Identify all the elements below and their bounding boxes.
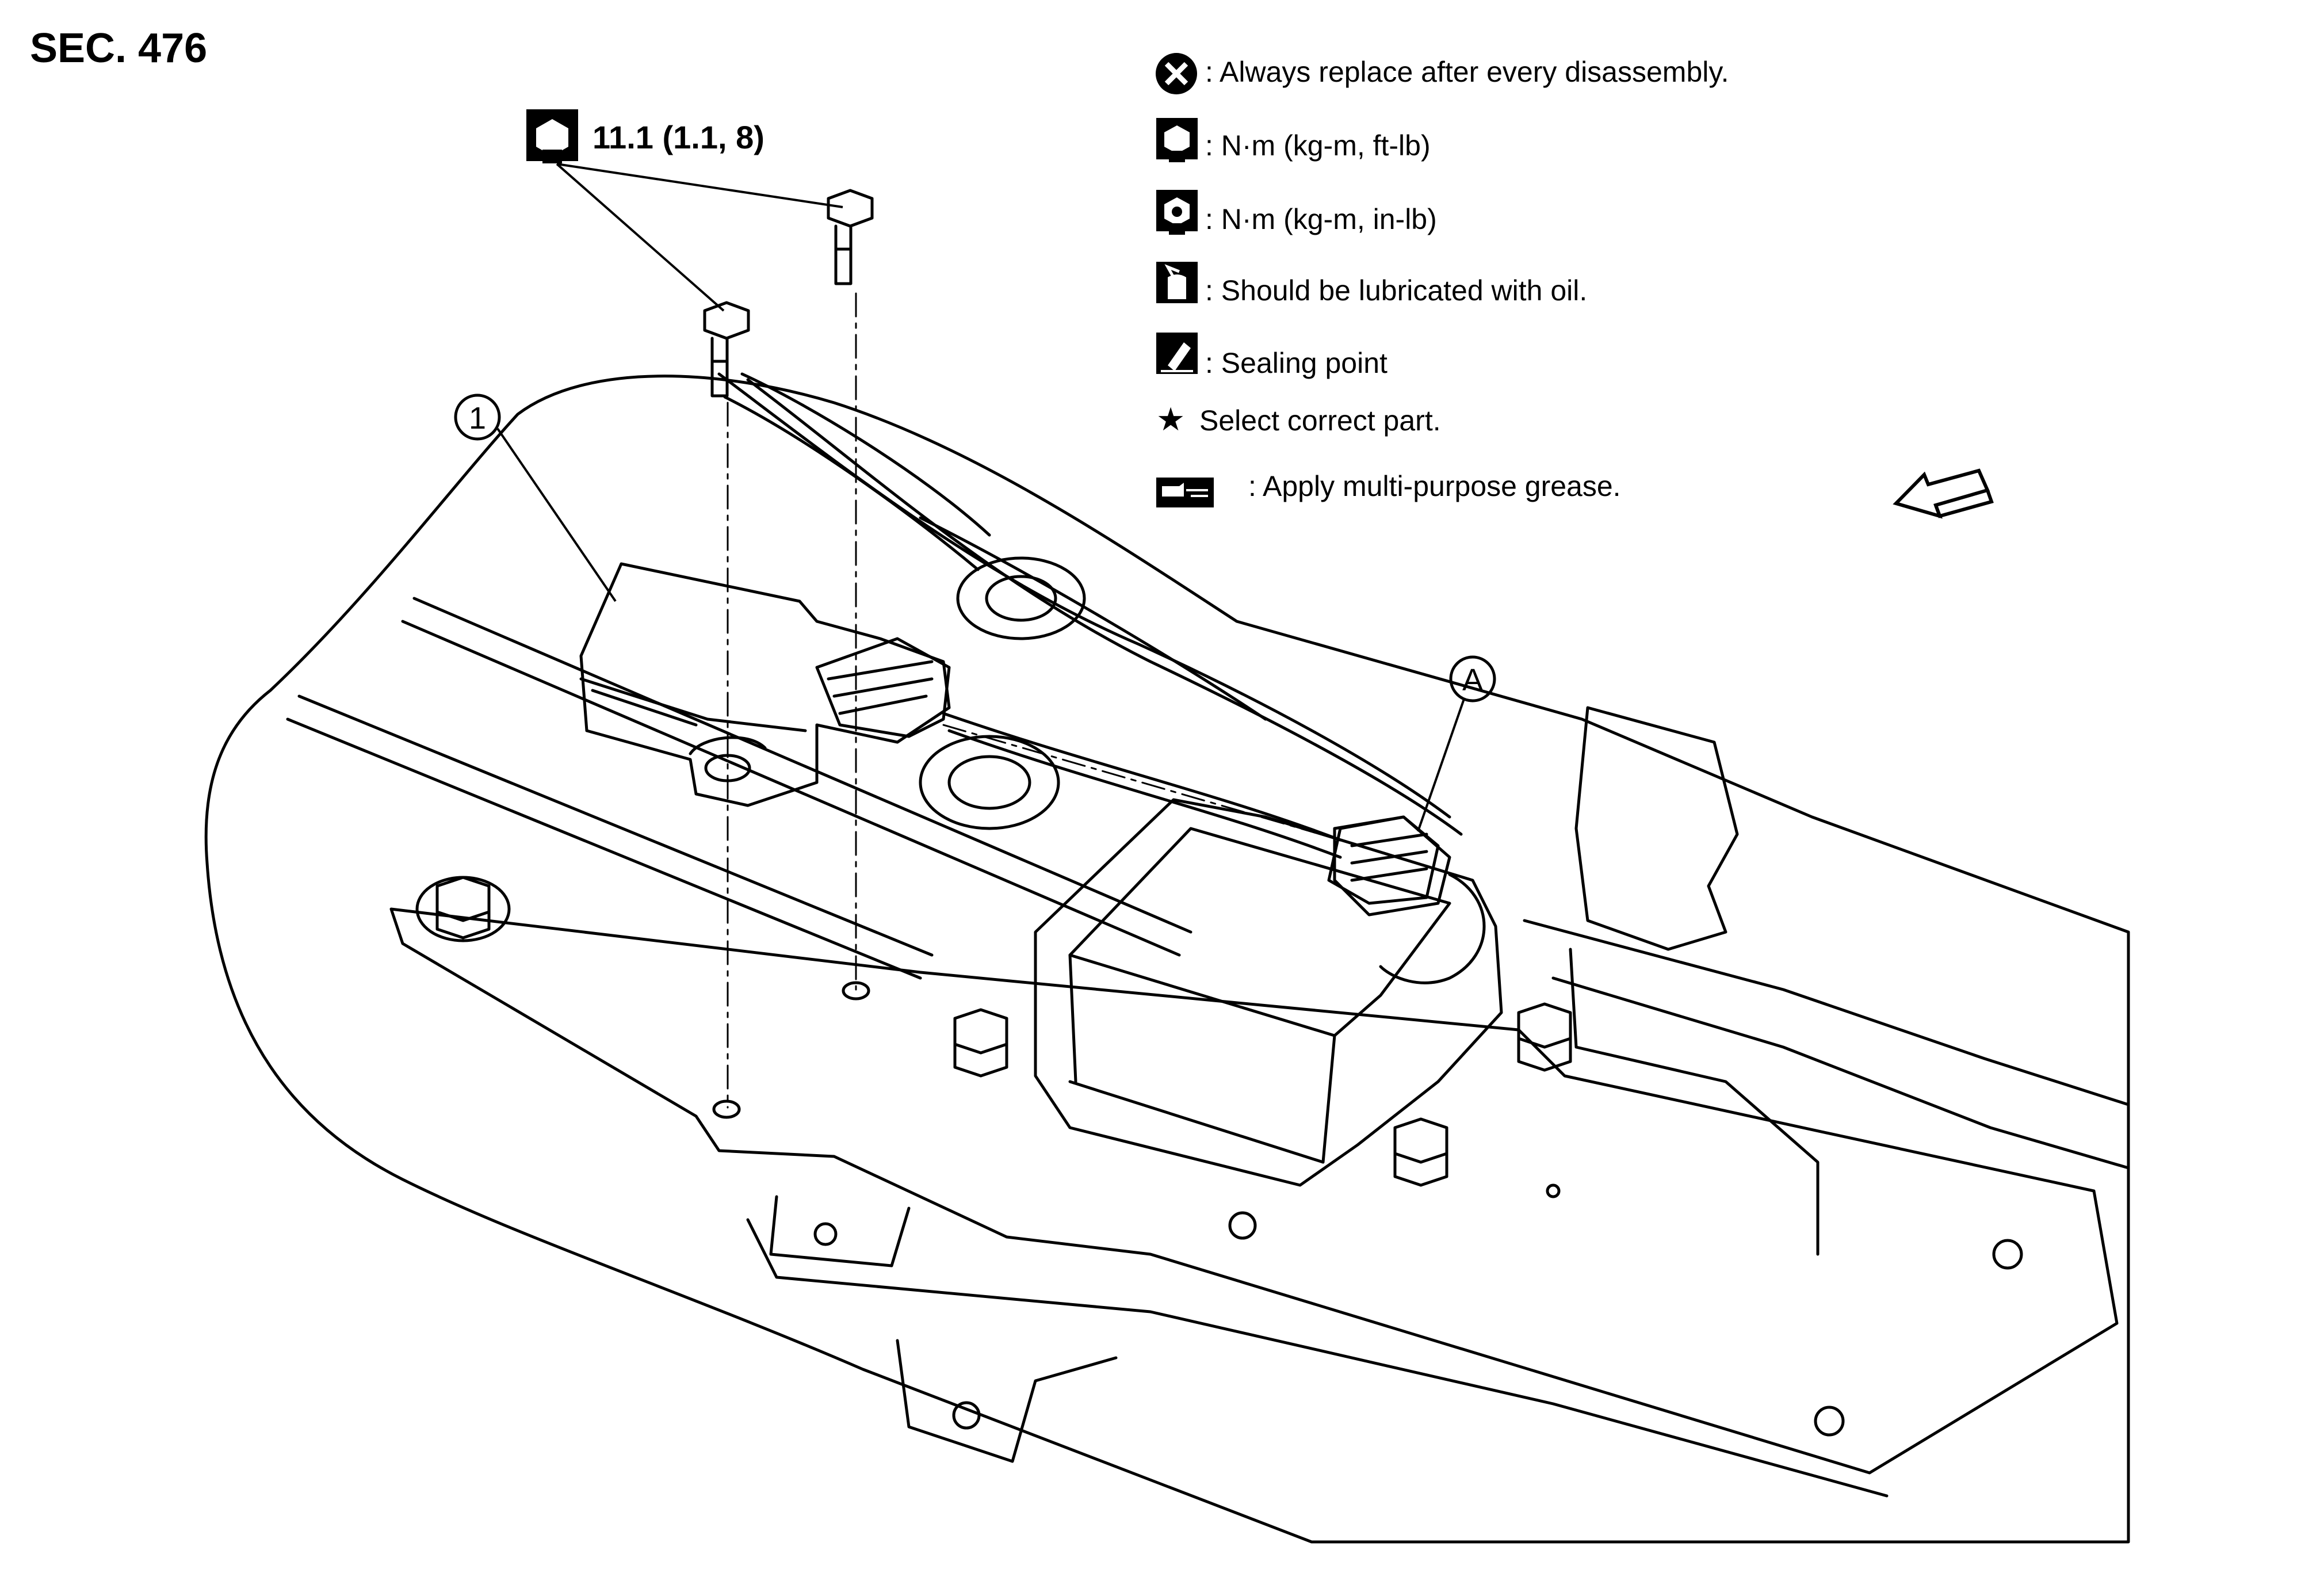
- torque-ftlb-icon: [1156, 118, 1198, 162]
- bracket-hole: [1228, 1211, 1257, 1240]
- torque-leader-line: [556, 163, 725, 312]
- sensor-bolt: [703, 301, 750, 398]
- alignment-line: [942, 724, 1341, 841]
- sensor-mount-hole: [712, 1099, 741, 1119]
- satellite-sensor-flange: [689, 736, 767, 755]
- legend-text-select: Select correct part.: [1199, 404, 1441, 437]
- floor-hole: [947, 755, 1031, 810]
- legend-text-oil: : Should be lubricated with oil.: [1205, 274, 1587, 307]
- legend-text-grease: : Apply multi-purpose grease.: [1248, 470, 1621, 502]
- diagnosis-sensor-unit-top: [1068, 827, 1451, 1037]
- torque-leader-line: [556, 163, 843, 208]
- floor-rib: [286, 694, 934, 980]
- bracket-hole: [1814, 1406, 1845, 1437]
- section-title: SEC. 476: [30, 25, 207, 71]
- oil-can-icon: [1156, 262, 1198, 303]
- floor-rib: [919, 516, 1267, 721]
- bolt: [415, 876, 511, 942]
- satellite-sensor-connector: [815, 637, 951, 738]
- mounting-bracket-edge: [746, 1218, 1889, 1498]
- satellite-sensor: [579, 562, 951, 807]
- cross-member: [1551, 976, 2130, 1170]
- torque-inlb-icon: [1156, 190, 1198, 235]
- wiring-harness: [942, 712, 1342, 859]
- floor-hole: [956, 556, 1086, 640]
- legend: : Always replace after every disassembly…: [1156, 53, 1729, 507]
- bracket-hole: [1992, 1239, 2023, 1270]
- cross-member: [1569, 948, 1820, 1256]
- floor-rib: [401, 597, 1192, 957]
- callout-1-label: 1: [469, 401, 486, 436]
- sensor-bolt: [827, 189, 874, 285]
- satellite-sensor-face: [579, 677, 807, 732]
- floor-panel: [204, 375, 2130, 1544]
- star-icon: ★: [1156, 401, 1185, 437]
- connector-A: [1327, 815, 1440, 905]
- torque-wrench-icon: [526, 109, 578, 163]
- bracket-leg: [769, 1195, 911, 1267]
- bracket-hole: [1546, 1183, 1561, 1198]
- bolt: [1393, 1117, 1448, 1187]
- replace-x-icon: [1156, 53, 1197, 94]
- legend-text-ftlb: : N·m (kg-m, ft-lb): [1205, 129, 1431, 162]
- floor-hole: [985, 575, 1057, 622]
- bracket-hole: [952, 1401, 981, 1430]
- legend-text-sealing: : Sealing point: [1205, 347, 1387, 379]
- bolt: [953, 1008, 1008, 1078]
- sensor-connector-lines: [1350, 833, 1428, 882]
- diagnosis-sensor-unit: [1034, 798, 1503, 1187]
- cross-member: [1523, 919, 2130, 1106]
- legend-text-replace: : Always replace after every disassembly…: [1205, 56, 1729, 88]
- wiring-harness: [746, 378, 1463, 836]
- assembly-drawing: [204, 189, 2130, 1544]
- sensor-mount-hole: [842, 981, 870, 1001]
- wiring-harness: [717, 372, 1451, 819]
- harness-loop: [1379, 873, 1486, 984]
- callout-1: 1: [454, 394, 617, 602]
- callout-A-label: A: [1462, 663, 1483, 697]
- floor-hole: [919, 735, 1060, 830]
- cross-member: [1574, 706, 1739, 951]
- torque-value: 11.1 (1.1, 8): [593, 119, 765, 155]
- mounting-bracket: [389, 907, 2119, 1475]
- front-direction-arrow-icon: [1893, 468, 1994, 519]
- sealant-icon: [1156, 333, 1198, 374]
- torque-spec: 11.1 (1.1, 8): [526, 109, 843, 312]
- legend-text-inlb: : N·m (kg-m, in-lb): [1205, 203, 1437, 235]
- satellite-sensor-connector-lines: [827, 660, 934, 715]
- bolt: [1517, 1002, 1572, 1072]
- diagnosis-sensor-unit-side: [1068, 953, 1336, 1164]
- bracket-leg: [896, 1339, 1118, 1463]
- grease-icon: [1156, 478, 1214, 507]
- bracket-hole: [813, 1222, 838, 1246]
